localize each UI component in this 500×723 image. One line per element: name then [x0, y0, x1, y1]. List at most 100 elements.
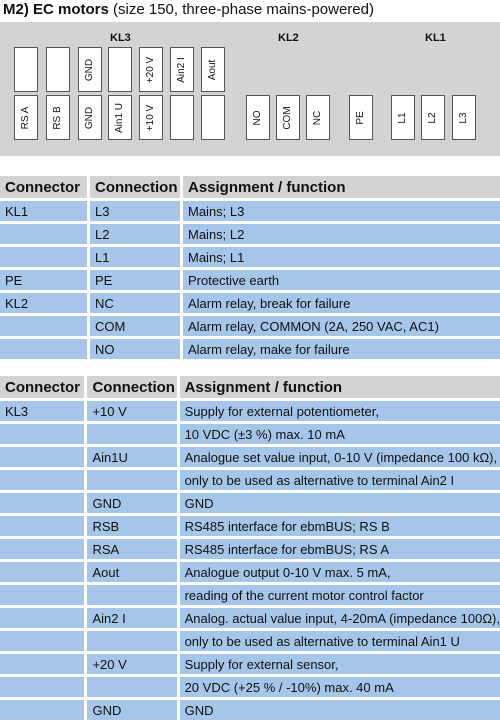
terminal-label: +10 V: [145, 104, 156, 131]
terminal: [108, 47, 132, 92]
cell-connector: KL1: [0, 201, 90, 224]
cell-connector: [0, 447, 88, 470]
cell-connection: RSA: [87, 539, 180, 562]
terminal-label: GND: [84, 58, 95, 81]
table-row: 20 VDC (+25 % / -10%) max. 40 mA: [0, 677, 500, 700]
cell-connection: [87, 631, 180, 654]
cell-connector: [0, 562, 88, 585]
col-header-assignment: Assignment / function: [179, 376, 500, 401]
cell-assignment: Mains; L3: [183, 201, 500, 224]
cell-connection: Ain1U: [87, 447, 180, 470]
terminal: Ain2 I: [170, 47, 194, 92]
cell-connector: [0, 585, 88, 608]
terminal-label: PE: [355, 110, 366, 125]
terminal: L2: [421, 95, 445, 140]
terminal-label: COM: [282, 105, 293, 130]
cell-connector: [0, 700, 88, 723]
col-header-connection: Connection: [87, 376, 180, 401]
cell-connection: Aout: [87, 562, 180, 585]
kl2-label: KL2: [278, 32, 299, 44]
col-header-connector: Connector: [0, 376, 88, 401]
terminal: +20 V: [139, 47, 163, 92]
cell-connection: L3: [90, 201, 183, 224]
cell-connector: [0, 654, 88, 677]
terminal: [201, 95, 225, 140]
table-row: reading of the current motor control fac…: [0, 585, 500, 608]
cell-connector: [0, 316, 90, 339]
cell-connector: [0, 224, 90, 247]
cell-assignment: Alarm relay, make for failure: [183, 339, 500, 362]
cell-assignment: Mains; L1: [183, 247, 500, 270]
terminal: GND: [78, 95, 102, 140]
table-kl3: Connector Connection Assignment / functi…: [0, 376, 500, 723]
terminal-label: Aout: [207, 59, 218, 80]
terminal: L3: [452, 95, 476, 140]
cell-connection: [87, 424, 180, 447]
table-kl1-kl2: Connector Connection Assignment / functi…: [0, 176, 500, 362]
cell-connector: [0, 608, 88, 631]
cell-connector: [0, 631, 88, 654]
cell-connector: [0, 470, 88, 493]
cell-assignment: 10 VDC (±3 %) max. 10 mA: [179, 424, 500, 447]
kl3-label: KL3: [110, 32, 131, 44]
cell-connection: RSB: [87, 516, 180, 539]
cell-connector: [0, 539, 88, 562]
terminal: NC: [306, 95, 330, 140]
terminal: COM: [276, 95, 300, 140]
cell-assignment: Alarm relay, COMMON (2A, 250 VAC, AC1): [183, 316, 500, 339]
cell-assignment: Protective earth: [183, 270, 500, 293]
cell-connection: GND: [87, 493, 180, 516]
title-rest: (size 150, three-phase mains-powered): [108, 1, 374, 18]
terminal: Aout: [201, 47, 225, 92]
cell-connection: L1: [90, 247, 183, 270]
terminal-label: L2: [427, 111, 438, 124]
cell-assignment: Analog. actual value input, 4-20mA (impe…: [179, 608, 500, 631]
terminal-label: NO: [252, 110, 263, 125]
title-bold: M2) EC motors: [3, 1, 109, 18]
cell-assignment: only to be used as alternative to termin…: [179, 631, 500, 654]
terminal: PE: [349, 95, 373, 140]
cell-assignment: GND: [179, 493, 500, 516]
terminal: RS B: [46, 95, 70, 140]
cell-assignment: RS485 interface for ebmBUS; RS B: [179, 516, 500, 539]
table-row: 10 VDC (±3 %) max. 10 mA: [0, 424, 500, 447]
table-row: only to be used as alternative to termin…: [0, 470, 500, 493]
terminal-label: RS B: [52, 105, 63, 130]
terminal-label: Ain2 I: [176, 56, 187, 83]
cell-connection: [87, 677, 180, 700]
cell-connector: KL3: [0, 401, 88, 424]
terminal-label: Ain1 U: [114, 102, 125, 133]
cell-assignment: RS485 interface for ebmBUS; RS A: [179, 539, 500, 562]
cell-connector: KL2: [0, 293, 90, 316]
terminal-label: RS A: [20, 106, 31, 129]
terminal: [170, 95, 194, 140]
cell-connection: Ain2 I: [87, 608, 180, 631]
cell-connection: NO: [90, 339, 183, 362]
terminal-label: L1: [397, 111, 408, 124]
terminal-label: GND: [84, 106, 95, 129]
cell-assignment: only to be used as alternative to termin…: [179, 470, 500, 493]
page-title: M2) EC motors (size 150, three-phase mai…: [3, 0, 374, 20]
terminal: RS A: [14, 95, 38, 140]
terminal: Ain1 U: [108, 95, 132, 140]
terminal: GND: [78, 47, 102, 92]
terminal: NO: [246, 95, 270, 140]
terminal: [14, 47, 38, 92]
cell-connector: [0, 516, 88, 539]
col-header-connection: Connection: [90, 176, 183, 201]
cell-connector: [0, 247, 90, 270]
cell-connector: [0, 677, 88, 700]
cell-connector: [0, 424, 88, 447]
cell-assignment: GND: [179, 700, 500, 723]
terminal: L1: [391, 95, 415, 140]
